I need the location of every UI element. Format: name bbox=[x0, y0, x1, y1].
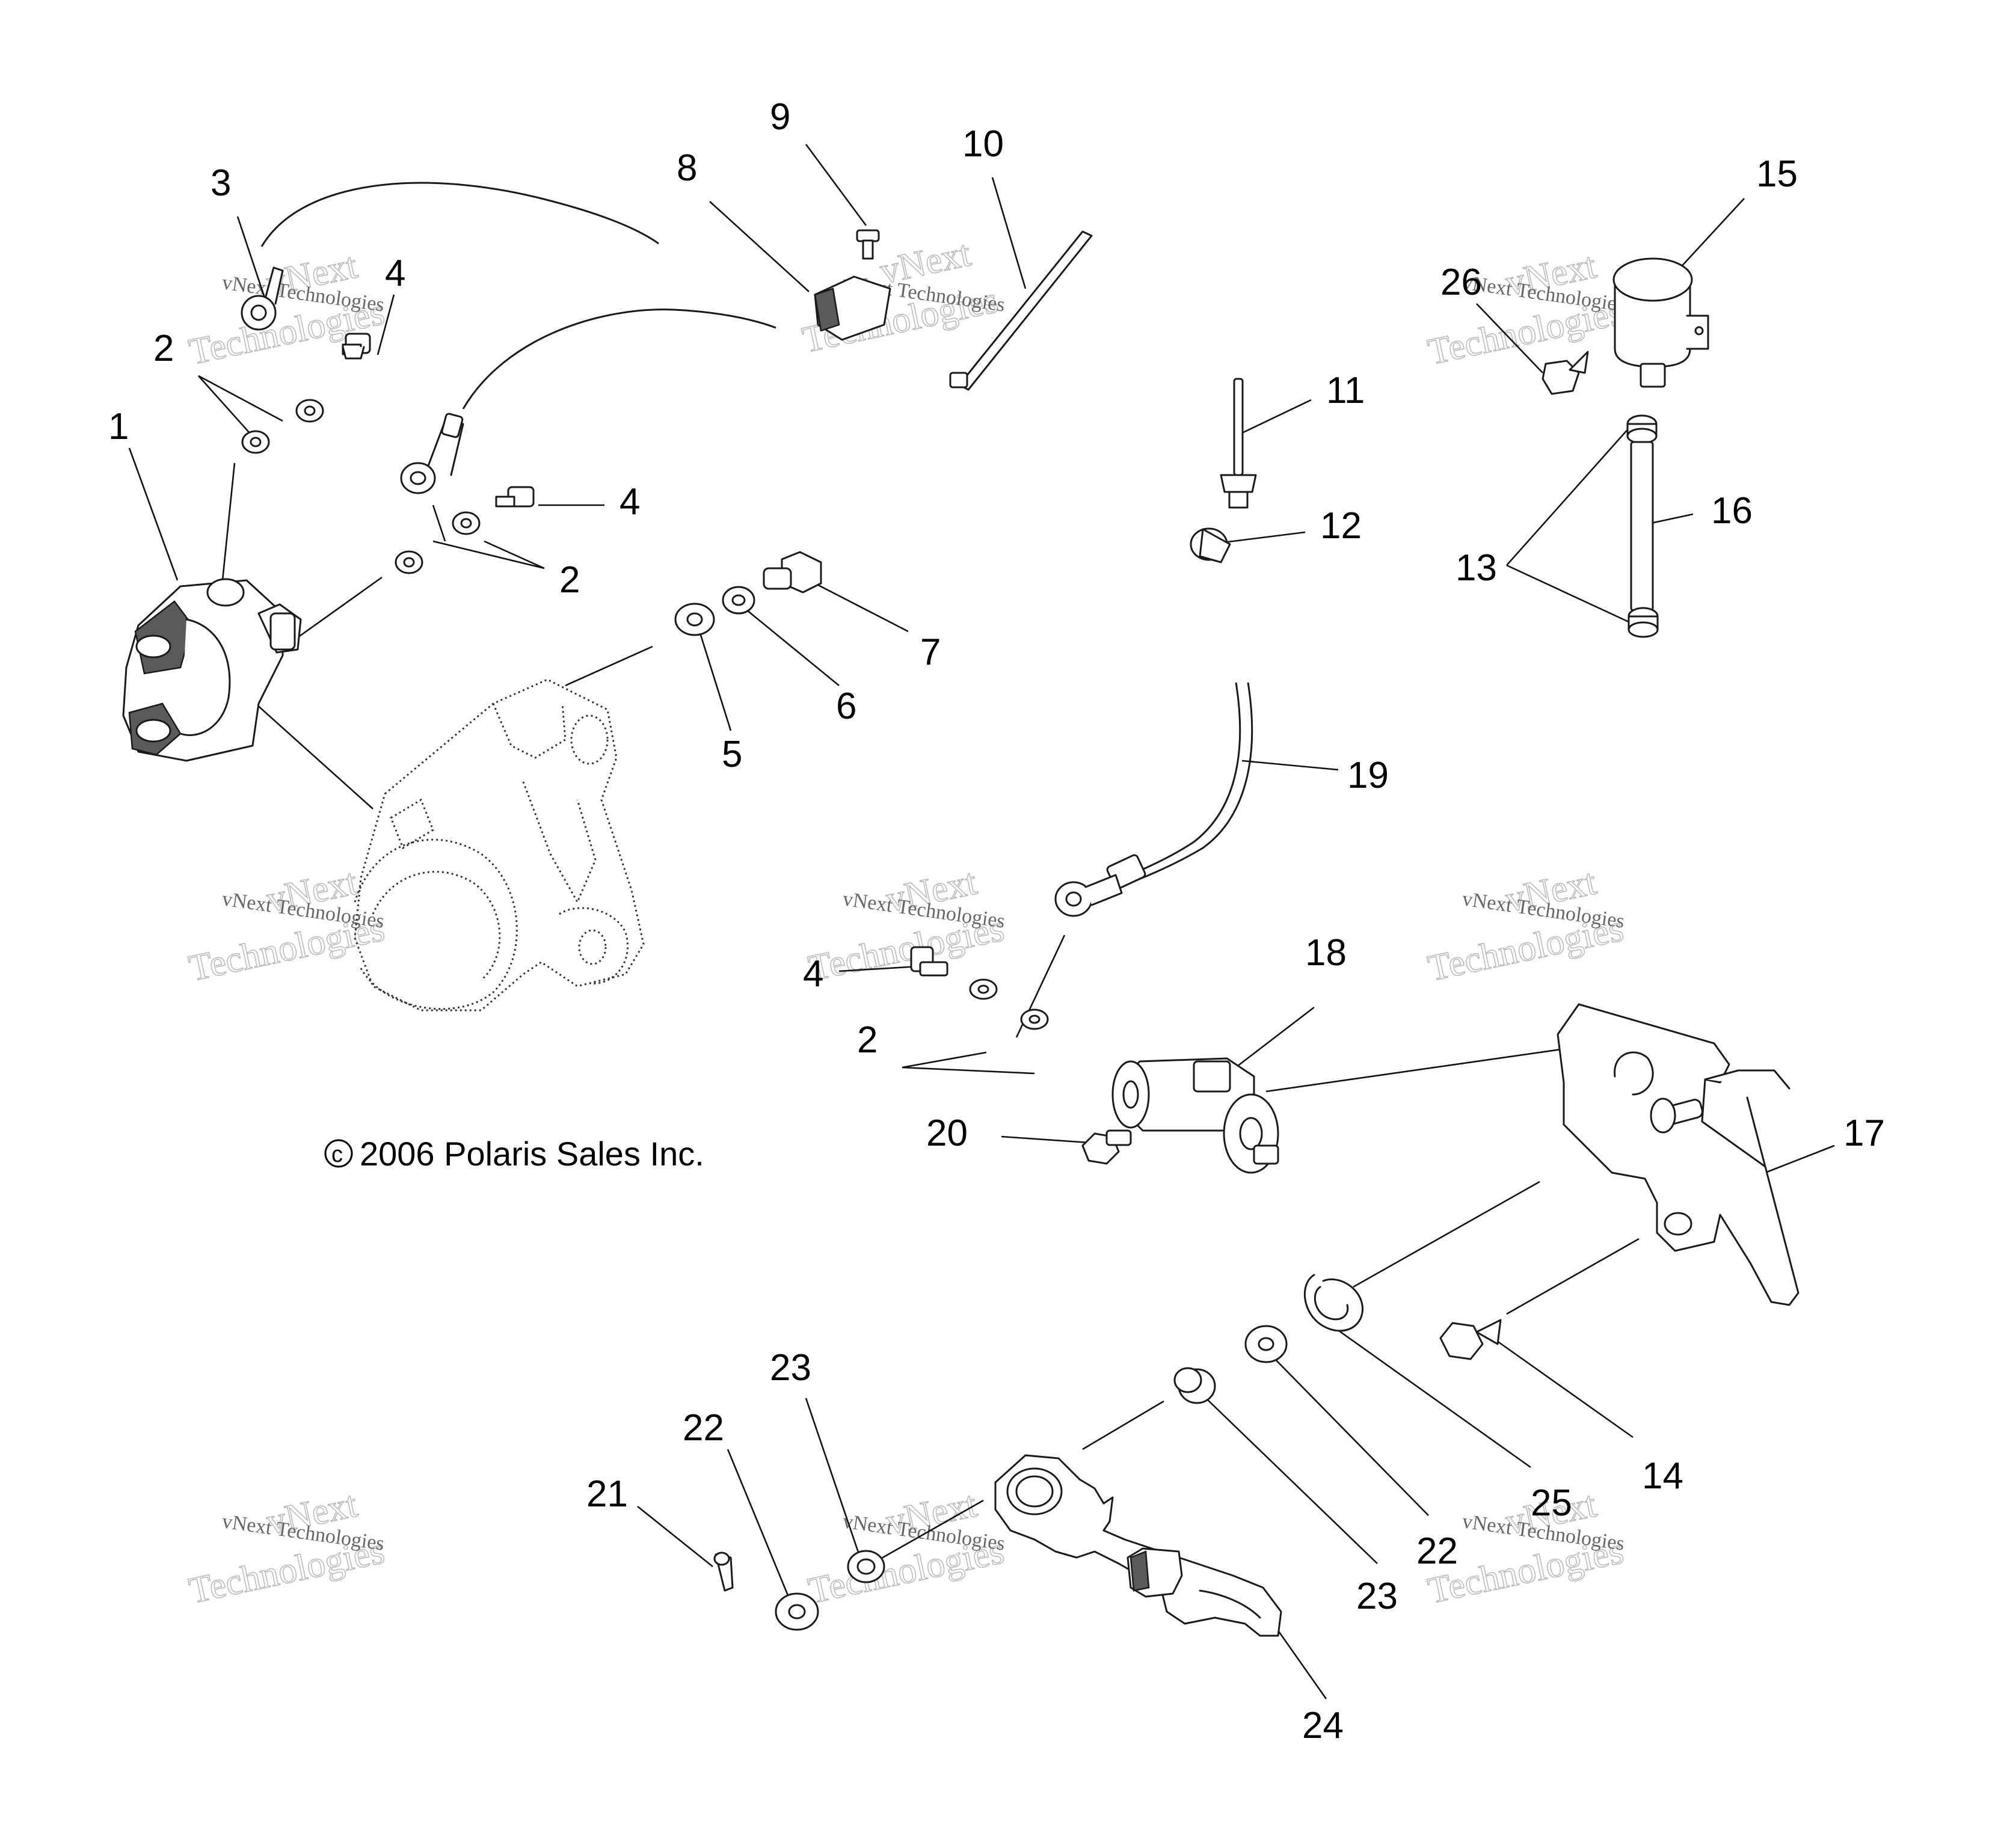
spring-clip-25 bbox=[1304, 1274, 1363, 1332]
callout-21: 21 bbox=[586, 1473, 628, 1515]
callout-23: 23 bbox=[1356, 1576, 1398, 1617]
rivet-11 bbox=[1220, 378, 1257, 509]
screw-26 bbox=[1542, 351, 1589, 395]
callout-2: 2 bbox=[559, 559, 580, 601]
banjo-bolt-lower bbox=[495, 486, 535, 508]
callout-10: 10 bbox=[962, 123, 1004, 165]
callout-4: 4 bbox=[619, 481, 640, 523]
screw-9 bbox=[856, 229, 880, 260]
callout-11: 11 bbox=[1326, 370, 1365, 411]
callout-6: 6 bbox=[836, 686, 856, 727]
mounting-bolt-7 bbox=[763, 551, 822, 594]
banjo-bolt-upper bbox=[342, 333, 371, 360]
callout-7: 7 bbox=[920, 631, 941, 673]
cable-tie-10 bbox=[949, 230, 1093, 391]
callout-3: 3 bbox=[211, 162, 231, 204]
washer-upper-1-hole bbox=[304, 405, 316, 416]
callout-4: 4 bbox=[803, 953, 823, 995]
hose-clamp-12 bbox=[1190, 527, 1231, 563]
watermark-group: vNext Technologies vNext Technologies vN… bbox=[185, 233, 1628, 1612]
callout-1: 1 bbox=[108, 406, 129, 447]
vent-hose-16 bbox=[1630, 441, 1654, 612]
callout-14: 14 bbox=[1642, 1455, 1683, 1497]
hose-clamp-13-bottom bbox=[1628, 607, 1659, 638]
callout-24: 24 bbox=[1302, 1705, 1344, 1746]
rear-housing bbox=[354, 678, 645, 1011]
callout-26: 26 bbox=[1440, 262, 1482, 303]
callout-labels: 1 2 3 4 2 4 5 6 7 8 9 10 11 12 13 14 15 … bbox=[108, 96, 1885, 1746]
callout-4: 4 bbox=[385, 253, 405, 294]
copyright-text: 2006 Polaris Sales Inc. bbox=[360, 1135, 704, 1173]
banjo-fitting-upper bbox=[241, 266, 284, 331]
banjo-bolt-4c bbox=[910, 946, 948, 977]
master-cylinder-18 bbox=[1111, 1057, 1279, 1174]
brake-pedal-24 bbox=[994, 1454, 1282, 1637]
callout-16: 16 bbox=[1711, 490, 1753, 532]
callout-23: 23 bbox=[770, 1347, 811, 1389]
hose-clip-8 bbox=[814, 275, 891, 341]
callout-2: 2 bbox=[153, 328, 174, 369]
bushing-23b bbox=[1173, 1367, 1216, 1404]
copyright-symbol: c bbox=[331, 1142, 343, 1167]
banjo-fitting-19 bbox=[1054, 854, 1146, 917]
leader-lines bbox=[128, 144, 1835, 1699]
brake-caliper bbox=[122, 578, 302, 762]
mounting-bracket-17 bbox=[1557, 1003, 1800, 1306]
bolt-20 bbox=[1081, 1129, 1132, 1165]
callout-20: 20 bbox=[926, 1113, 968, 1154]
callout-25: 25 bbox=[1531, 1482, 1572, 1524]
callout-5: 5 bbox=[722, 734, 742, 775]
callout-13: 13 bbox=[1455, 547, 1497, 589]
callout-18: 18 bbox=[1305, 932, 1347, 974]
callout-12: 12 bbox=[1320, 505, 1362, 547]
bushing-23a bbox=[847, 1550, 885, 1583]
bolt-14 bbox=[1439, 1319, 1502, 1360]
callout-9: 9 bbox=[770, 96, 790, 138]
callout-2: 2 bbox=[857, 1019, 878, 1061]
callout-15: 15 bbox=[1756, 153, 1798, 195]
callout-22: 22 bbox=[683, 1407, 724, 1449]
copyright-notice: c 2006 Polaris Sales Inc. bbox=[324, 1135, 704, 1173]
washer-upper-2-hole bbox=[250, 437, 262, 447]
hose-clamp-13-top bbox=[1626, 414, 1658, 444]
callout-8: 8 bbox=[677, 147, 697, 189]
callout-19: 19 bbox=[1347, 755, 1389, 796]
callout-22: 22 bbox=[1416, 1530, 1458, 1572]
brake-hoses bbox=[260, 182, 1253, 890]
fluid-reservoir-15 bbox=[1612, 257, 1709, 388]
cotter-pin-21 bbox=[713, 1552, 734, 1592]
callout-17: 17 bbox=[1843, 1113, 1885, 1154]
banjo-fitting-lower bbox=[400, 413, 464, 494]
